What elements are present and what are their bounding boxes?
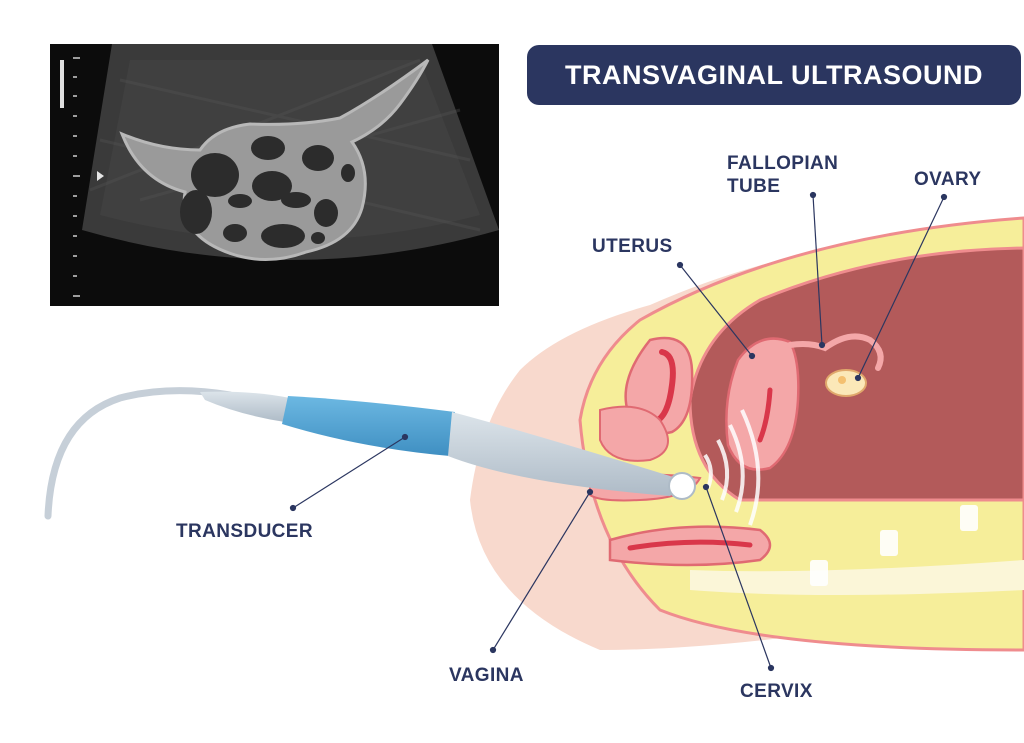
probe-handle-end — [200, 391, 290, 422]
probe-grip — [282, 396, 455, 456]
title-banner: TRANSVAGINAL ULTRASOUND — [527, 45, 1021, 105]
label-uterus: UTERUS — [592, 236, 673, 257]
uterine-lining — [757, 387, 773, 443]
probe-shaft — [448, 412, 675, 496]
label-cervix: CERVIX — [740, 681, 813, 702]
pelvic-anatomy — [470, 216, 1024, 652]
scan-scale-ticks — [60, 57, 80, 297]
label-fallopian-line1: FALLOPIAN — [727, 153, 839, 174]
follicles — [180, 136, 355, 248]
vertebrae — [810, 505, 978, 586]
scan-marker-arrow-icon — [97, 171, 104, 181]
probe-cable — [44, 387, 234, 520]
transducer-probe — [44, 387, 696, 520]
label-fallopian-line2: TUBE — [727, 176, 781, 197]
page-title: TRANSVAGINAL ULTRASOUND — [565, 59, 983, 90]
spine-band — [690, 560, 1024, 595]
label-transducer: TRANSDUCER — [176, 521, 313, 542]
label-ovary: OVARY — [914, 169, 982, 190]
rectum-lumen — [627, 539, 753, 551]
bladder-lumen — [651, 349, 676, 425]
probe-tip — [668, 472, 696, 500]
ultrasound-scan-image — [50, 44, 499, 306]
pubic-tissue — [599, 405, 669, 462]
label-vagina: VAGINA — [449, 665, 524, 686]
leader-lines — [289, 191, 948, 672]
ultrasound-waves — [703, 409, 761, 526]
fallopian-tube — [787, 333, 884, 371]
uterus — [725, 337, 800, 471]
label-fallopian-tube: FALLOPIAN TUBE — [727, 152, 838, 198]
